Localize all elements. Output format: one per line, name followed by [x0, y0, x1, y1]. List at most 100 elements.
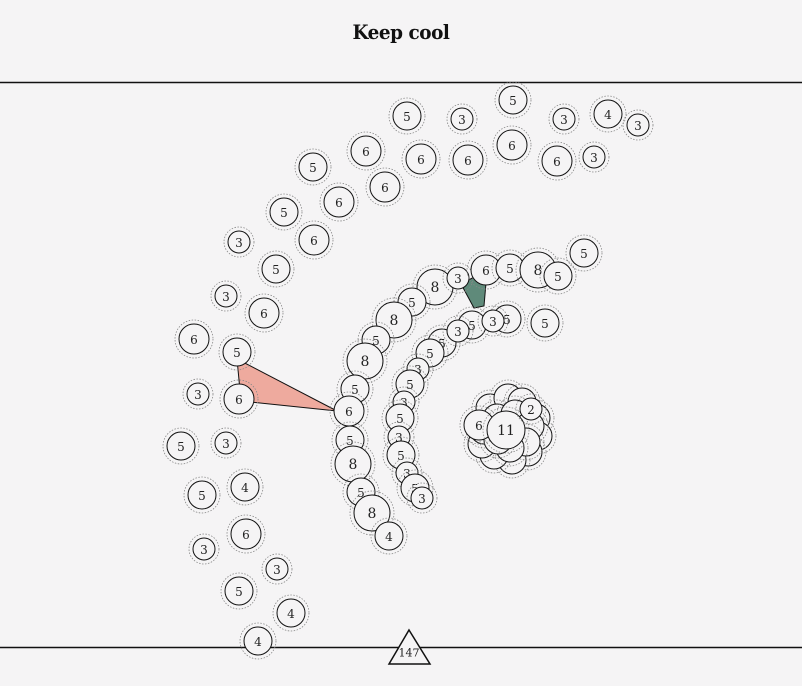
circle-ring [257, 250, 295, 288]
outer-arc-circle[interactable]: 6 [365, 167, 405, 207]
circle-number: 4 [287, 607, 295, 621]
circle-number: 3 [400, 396, 408, 410]
outer-arc-circle[interactable]: 5 [494, 81, 532, 119]
circle-number: 6 [335, 196, 343, 210]
outer-arc-circle[interactable]: 4 [226, 468, 264, 506]
outer-arc-circle[interactable]: 3 [578, 141, 610, 173]
outer-arc-circle[interactable]: 6 [294, 220, 334, 260]
circle-body [350, 135, 382, 167]
circle-ring [477, 305, 509, 337]
circle-number: 6 [242, 528, 250, 542]
middle-arc-circle[interactable]: 4 [370, 517, 408, 555]
circle-ring [383, 421, 415, 453]
outer-arc-circle[interactable]: 3 [188, 533, 220, 565]
circle-ring [494, 81, 532, 119]
circle-body [166, 431, 196, 461]
outer-arc-circle[interactable]: 6 [537, 141, 577, 181]
outer-arc-circle[interactable]: 3 [210, 280, 242, 312]
inner-arc-circle[interactable]: 3 [477, 305, 509, 337]
circle-ring [219, 379, 259, 419]
middle-arc-circle[interactable]: 5 [539, 257, 577, 295]
circle-body [450, 107, 474, 131]
outer-arc-circle[interactable]: 5 [183, 476, 221, 514]
circle-ring [188, 533, 220, 565]
circle-ring [411, 334, 449, 372]
circle-body [187, 480, 217, 510]
circle-body [498, 85, 528, 115]
circle-body [214, 431, 238, 455]
circle-number: 6 [553, 155, 561, 169]
circle-body [223, 383, 255, 415]
outer-arc-circle[interactable]: 3 [261, 553, 293, 585]
circle-body [593, 99, 623, 129]
outer-arc-circle[interactable]: 5 [162, 427, 200, 465]
circle-number: 5 [408, 296, 416, 310]
outer-arc-circle[interactable]: 4 [589, 95, 627, 133]
outer-arc-circle[interactable]: 3 [223, 226, 255, 258]
circle-body [265, 557, 289, 581]
circle-number: 3 [590, 151, 598, 165]
circle-ring [537, 141, 577, 181]
outer-arc-circle[interactable]: 6 [219, 379, 259, 419]
outer-arc-circle[interactable]: 3 [548, 103, 580, 135]
spiral-core-circle[interactable]: 11 [482, 406, 530, 454]
circle-number: 3 [418, 492, 426, 506]
circle-ring [319, 182, 359, 222]
outer-arc-circle[interactable]: 5 [218, 333, 256, 371]
inner-arc-circle[interactable]: 3 [406, 482, 438, 514]
outer-arc-circle[interactable]: 4 [272, 594, 310, 632]
circle-ring [294, 220, 334, 260]
outer-arc-circle[interactable]: 6 [319, 182, 359, 222]
outer-arc-circle[interactable]: 5 [265, 193, 303, 231]
outer-arc-circle[interactable]: 6 [174, 319, 214, 359]
score-triangle-icon [387, 628, 432, 665]
outer-arc-circle[interactable]: 5 [257, 250, 295, 288]
middle-arc-circle[interactable]: 6 [329, 391, 369, 431]
circle-ring [261, 553, 293, 585]
circle-body [392, 101, 422, 131]
middle-arc-circle[interactable]: 8 [330, 441, 376, 487]
outer-arc-circle[interactable]: 4 [239, 622, 277, 660]
outer-arc-circle[interactable]: 5 [388, 97, 426, 135]
circle-number: 5 [506, 262, 514, 276]
circle-number: 5 [468, 319, 476, 333]
inner-arc-circle[interactable]: 5 [526, 304, 564, 342]
circle-body [227, 230, 251, 254]
outer-arc-circle[interactable]: 6 [346, 131, 386, 171]
outer-arc-circle[interactable]: 5 [565, 234, 603, 272]
circle-number: 6 [190, 333, 198, 347]
circle-body [230, 472, 260, 502]
spiral-core-circle[interactable]: 2 [515, 393, 547, 425]
outer-arc-circle[interactable]: 5 [220, 572, 258, 610]
circle-body [446, 319, 470, 343]
outer-arc-circle[interactable]: 3 [622, 109, 654, 141]
circle-number: 5 [396, 412, 404, 426]
outer-arc-circle[interactable]: 6 [401, 139, 441, 179]
circle-ring [265, 193, 303, 231]
outer-arc-circle[interactable]: 5 [294, 148, 332, 186]
circle-number: 5 [357, 486, 365, 500]
circle-number: 6 [464, 154, 472, 168]
outer-arc-circle[interactable]: 3 [210, 427, 242, 459]
circle-ring [402, 353, 434, 385]
circle-number: 3 [222, 437, 230, 451]
circle-number: 4 [254, 635, 262, 649]
circle-number: 5 [372, 334, 380, 348]
circle-number: 4 [604, 108, 612, 122]
outer-arc-circle[interactable]: 6 [226, 514, 266, 554]
circle-number: 6 [508, 139, 516, 153]
circle-ring [226, 514, 266, 554]
circle-body [626, 113, 650, 137]
inner-arc-circle[interactable]: 3 [442, 315, 474, 347]
circle-body [543, 261, 573, 291]
outer-arc-circle[interactable]: 3 [446, 103, 478, 135]
outer-arc-circle[interactable]: 3 [182, 378, 214, 410]
outer-arc-circle[interactable]: 6 [448, 140, 488, 180]
outer-arc-circle[interactable]: 6 [492, 125, 532, 165]
circle-body [369, 171, 401, 203]
circle-body [214, 284, 238, 308]
circle-ring [526, 304, 564, 342]
outer-arc-circle[interactable]: 6 [244, 293, 284, 333]
circle-ring [578, 141, 610, 173]
